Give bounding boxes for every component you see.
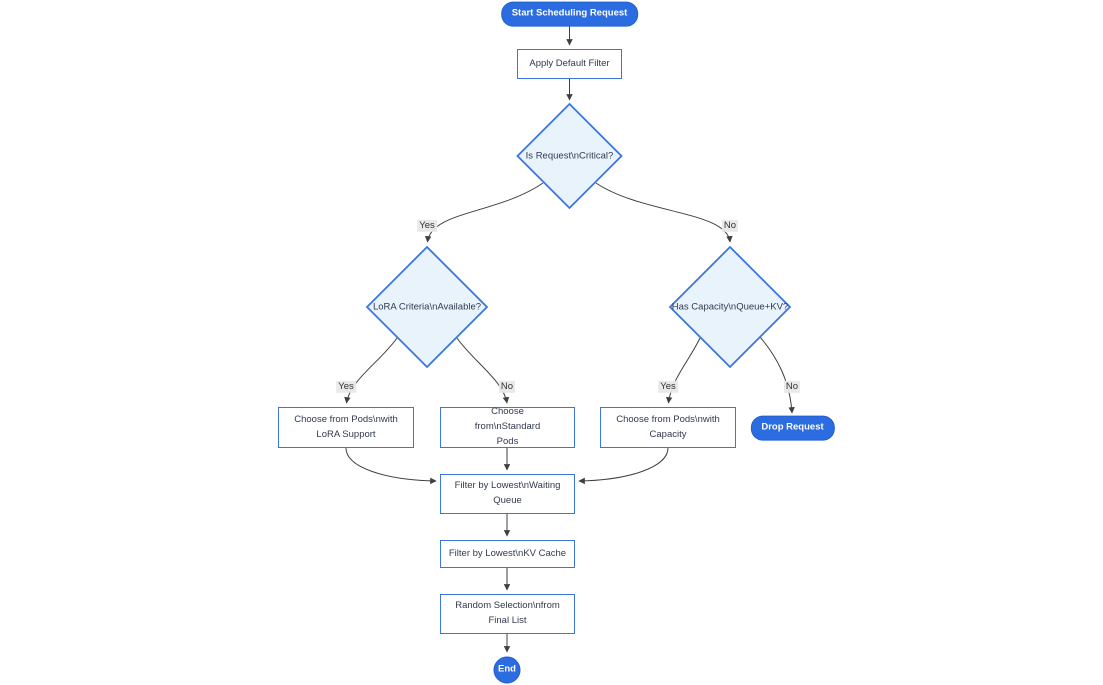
decision-lora-criteria [365, 245, 489, 369]
filter-waiting-queue-node: Filter by Lowest\nWaiting Queue [440, 474, 575, 514]
edge-chooselora-to-waiting [345, 447, 437, 485]
decision-has-capacity [668, 245, 792, 369]
edge-choosecapacity-to-waiting [578, 447, 669, 485]
edge-critical-yes-to-lora [424, 182, 544, 243]
drop-request-node: Drop Request [750, 415, 835, 441]
edge-label-lora-no: No [498, 380, 516, 394]
choose-standard-pods-node: Choose from\nStandard Pods [440, 406, 575, 448]
choose-capacity-pods-node: Choose from Pods\nwith Capacity [600, 407, 736, 448]
decision-has-capacity-label: Has Capacity\nQueue+KV? [671, 301, 789, 313]
edge-label-lora-yes: Yes [336, 380, 356, 394]
edge-lora-yes-to-chooselora [344, 337, 398, 404]
start-node: Start Scheduling Request [500, 1, 639, 27]
filter-kv-cache-node: Filter by Lowest\nKV Cache [440, 540, 575, 568]
edge-lora-no-to-standard [456, 337, 510, 404]
edge-label-capacity-no: No [783, 380, 801, 394]
edge-critical-no-to-capacity [595, 182, 733, 243]
edge-label-critical-no: No [721, 219, 739, 233]
choose-lora-pods-node: Choose from Pods\nwith LoRA Support [278, 407, 414, 448]
edge-capacity-yes-to-choosecapacity [665, 337, 701, 404]
decision-is-critical-label: Is Request\nCritical? [525, 150, 614, 162]
apply-default-filter-node: Apply Default Filter [517, 49, 622, 79]
random-selection-node: Random Selection\nfrom Final List [440, 594, 575, 634]
end-node: End [493, 656, 521, 684]
edge-label-capacity-yes: Yes [658, 380, 678, 394]
edge-label-critical-yes: Yes [417, 219, 437, 233]
edge-capacity-no-to-drop [759, 336, 795, 414]
decision-is-critical [516, 102, 623, 210]
decision-lora-criteria-label: LoRA Criteria\nAvailable? [372, 301, 482, 313]
